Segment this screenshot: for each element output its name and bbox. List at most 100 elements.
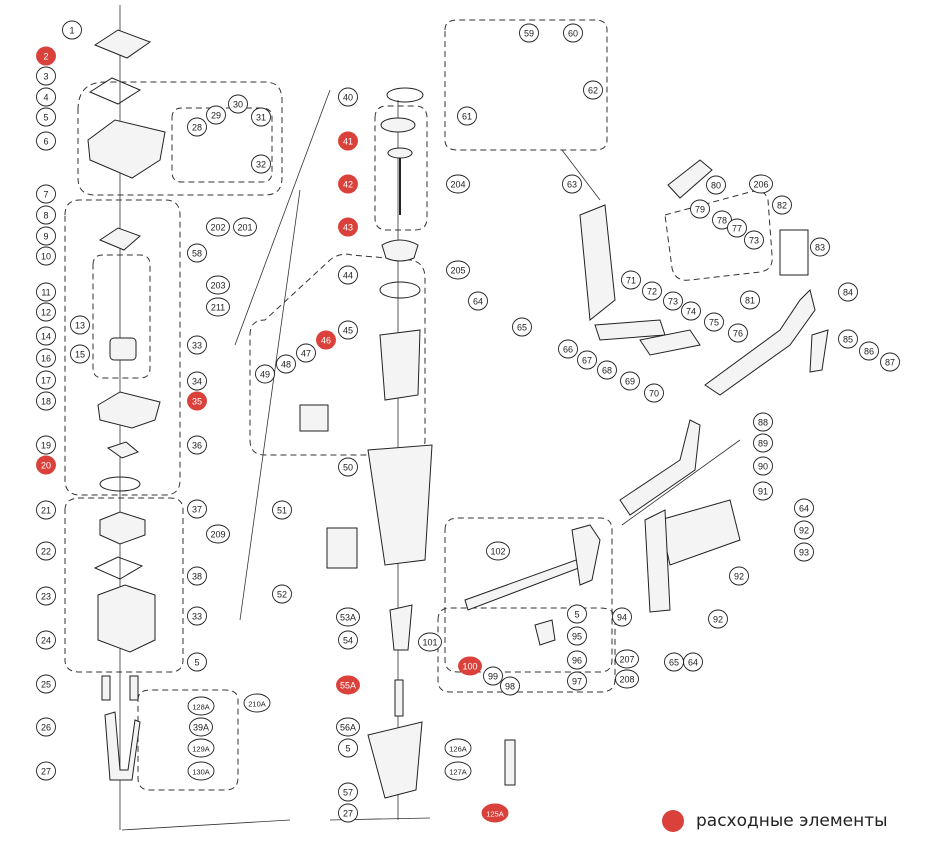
part-plate-51 — [326, 527, 358, 569]
part-callout: 202 — [206, 217, 230, 237]
callout-circle — [36, 586, 56, 606]
callout-circle — [338, 174, 358, 194]
callout-number: 75 — [709, 318, 719, 328]
group-206-outline — [664, 190, 773, 281]
part-pusher-94 — [571, 524, 601, 586]
part-callout: 68 — [597, 360, 617, 380]
part-callout: 65 — [664, 652, 684, 672]
part-callout: 25 — [36, 674, 56, 694]
callout-circle — [36, 184, 56, 204]
callout-number: 55A — [340, 681, 356, 691]
part-callout: 203 — [206, 275, 230, 295]
part-callout: 64 — [468, 291, 488, 311]
callout-number: 71 — [626, 276, 636, 286]
callout-number: 20 — [41, 461, 51, 471]
part-callout: 5 — [187, 652, 207, 672]
callout-circle — [567, 626, 587, 646]
part-cylinder-45 — [379, 329, 421, 401]
callout-circle — [486, 541, 510, 561]
part-callout: 89 — [753, 433, 773, 453]
callout-circle — [338, 630, 358, 650]
part-piston-42 — [387, 147, 413, 159]
callout-circle — [70, 344, 90, 364]
callout-number: 64 — [799, 504, 809, 514]
callout-circle — [338, 803, 358, 823]
callout-number: 58 — [192, 249, 202, 259]
part-callout: 57 — [338, 782, 358, 802]
callout-number: 90 — [758, 462, 768, 472]
callout-number: 5 — [574, 610, 579, 620]
consumable-callout: 35 — [187, 391, 207, 411]
callout-number: 95 — [572, 632, 582, 642]
part-callout: 14 — [36, 326, 56, 346]
callout-number: 67 — [582, 356, 592, 366]
callout-circle — [187, 696, 215, 716]
callout-number: 99 — [488, 672, 498, 682]
callout-circle — [615, 649, 639, 669]
callout-circle — [338, 131, 358, 151]
callout-number: 127A — [449, 768, 467, 777]
part-callout: 76 — [728, 323, 748, 343]
callout-number: 44 — [343, 271, 353, 281]
callout-circle — [753, 481, 773, 501]
part-callout: 88 — [753, 412, 773, 432]
callout-number: 207 — [619, 655, 634, 665]
callout-circle — [316, 330, 336, 350]
callout-number: 60 — [568, 29, 578, 39]
part-callout: 64 — [794, 498, 814, 518]
callout-number: 72 — [647, 287, 657, 297]
callout-circle — [562, 174, 582, 194]
part-callout: 13 — [70, 315, 90, 335]
callout-number: 93 — [799, 548, 809, 558]
callout-circle — [187, 435, 207, 455]
callout-number: 203 — [210, 281, 225, 291]
part-callout: 21 — [36, 500, 56, 520]
callout-number: 65 — [669, 658, 679, 668]
callout-number: 68 — [602, 366, 612, 376]
callout-number: 35 — [192, 397, 202, 407]
callout-number: 9 — [43, 232, 48, 242]
callout-circle — [36, 761, 56, 781]
callout-number: 83 — [815, 243, 825, 253]
callout-number: 14 — [41, 332, 51, 342]
part-callout: 16 — [36, 348, 56, 368]
callout-number: 92 — [713, 615, 723, 625]
part-bumper-43 — [381, 239, 419, 262]
part-callout: 58 — [187, 243, 207, 263]
callout-circle — [338, 265, 358, 285]
callout-number: 79 — [695, 205, 705, 215]
callout-number: 98 — [505, 682, 515, 692]
callout-circle — [206, 217, 230, 237]
callout-circle — [36, 205, 56, 225]
group-208-outline — [437, 607, 616, 693]
callout-circle — [187, 117, 207, 137]
part-cylinder-cap — [87, 119, 166, 179]
callout-circle — [753, 433, 773, 453]
callout-circle — [704, 312, 724, 332]
part-callout: 53A — [336, 607, 360, 627]
part-handle-84 — [704, 289, 816, 396]
part-spring-125A — [504, 739, 516, 786]
callout-number: 82 — [777, 201, 787, 211]
callout-circle — [36, 226, 56, 246]
part-callout: 48 — [276, 354, 296, 374]
part-battery-80 — [667, 159, 713, 199]
part-callout: 66 — [558, 339, 578, 359]
part-callout: 36 — [187, 435, 207, 455]
part-valve-plate — [98, 227, 141, 251]
part-callout: 208 — [615, 669, 639, 689]
callout-number: 128A — [192, 703, 210, 712]
part-callout: 128A — [187, 696, 215, 716]
callout-circle — [187, 606, 207, 626]
callout-number: 92 — [734, 572, 744, 582]
callout-circle — [457, 106, 477, 126]
callout-number: 209 — [210, 530, 225, 540]
part-callout: 67 — [577, 350, 597, 370]
callout-number: 69 — [625, 377, 635, 387]
callout-circle — [296, 343, 316, 363]
part-callout: 86 — [859, 341, 879, 361]
callout-circle — [880, 352, 900, 372]
part-callout: 40 — [338, 87, 358, 107]
part-bracket-47 — [299, 404, 329, 432]
callout-number: 34 — [192, 377, 202, 387]
